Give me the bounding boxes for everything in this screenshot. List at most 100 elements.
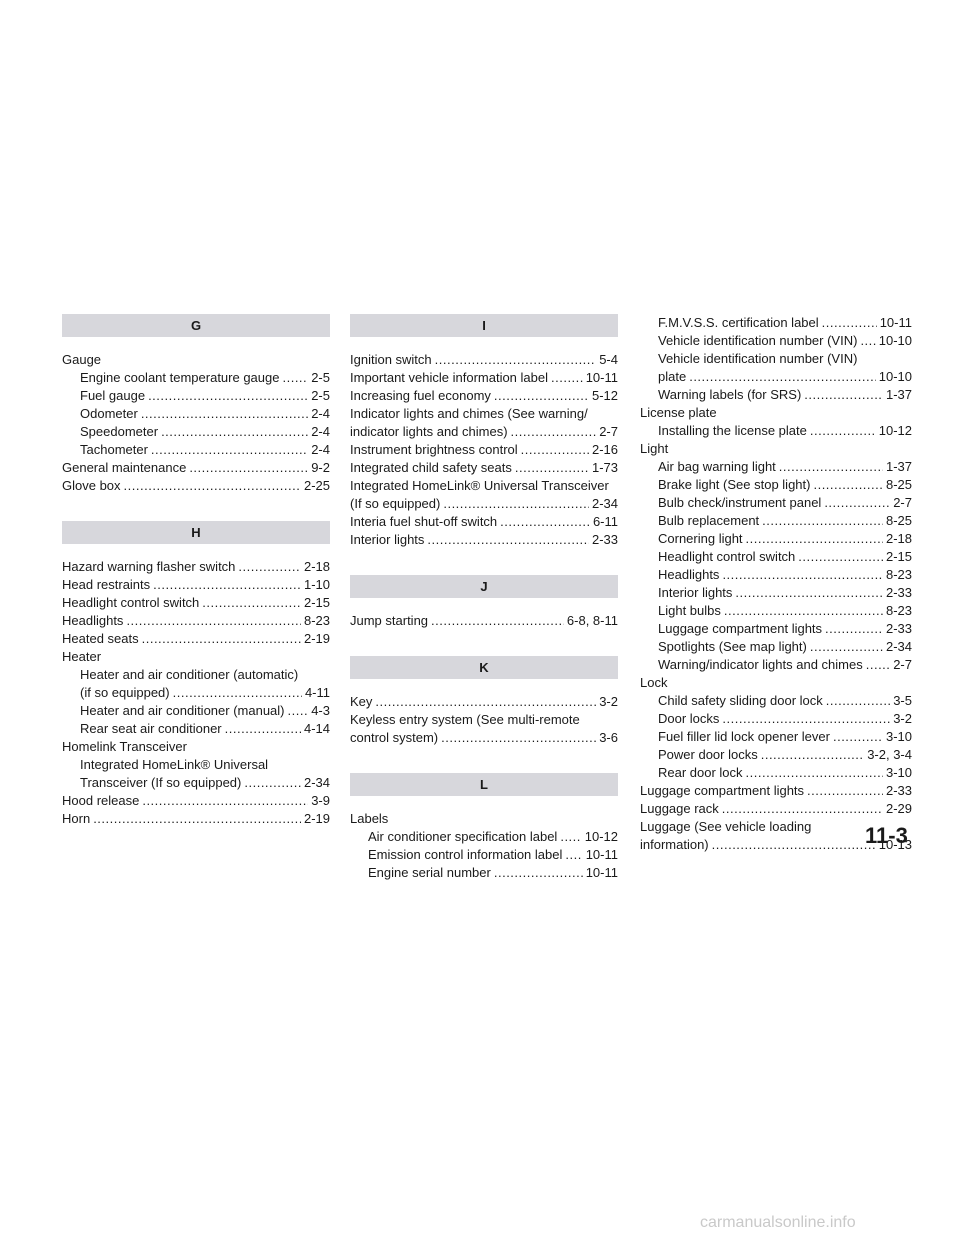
entry-name: Interia fuel shut-off switch xyxy=(350,514,498,529)
entry-page-ref: 8-23 xyxy=(303,613,330,628)
dot-leader xyxy=(427,531,589,548)
entry-name: Child safety sliding door lock xyxy=(658,693,823,708)
dot-leader xyxy=(551,369,583,386)
entry-page-ref: 2-5 xyxy=(311,370,330,385)
index-subentry: (if so equipped)4-11 xyxy=(62,684,330,701)
entry-name: Heated seats xyxy=(62,631,139,646)
dot-leader xyxy=(515,459,589,476)
dot-leader xyxy=(813,476,883,493)
entry-page-ref: 6-8, 8-11 xyxy=(566,613,618,628)
index-entry: Headlights 8-23 xyxy=(62,612,330,629)
index-subentry: Power door locks3-2, 3-4 xyxy=(640,746,912,763)
dot-leader xyxy=(443,495,589,512)
entry-name: Hood release xyxy=(62,793,140,808)
index-entry: Head restraints1-10 xyxy=(62,576,330,593)
entry-page-ref: 3-2 xyxy=(599,694,618,709)
index-entry: Hood release 3-9 xyxy=(62,792,330,809)
entry-name: Increasing fuel economy xyxy=(350,388,491,403)
entry-name: Engine coolant temperature gauge xyxy=(80,370,280,385)
dot-leader xyxy=(860,332,875,349)
dot-leader xyxy=(148,387,308,404)
entry-name: Interior lights xyxy=(658,585,733,600)
index-entry-text: License plate xyxy=(640,405,717,420)
index-entry: Luggage compartment lights2-33 xyxy=(640,782,912,799)
entry-page-ref: 4-14 xyxy=(303,721,330,736)
entry-page-ref: 2-4 xyxy=(311,406,330,421)
index-entry: Interior lights2-33 xyxy=(350,531,618,548)
entry-page-ref: 2-19 xyxy=(303,811,330,826)
index-subentry: Luggage compartment lights2-33 xyxy=(640,620,912,637)
index-subentry: Heater and air conditioner (manual)4-3 xyxy=(62,702,330,719)
entry-name: Fuel gauge xyxy=(80,388,146,403)
dot-leader xyxy=(779,458,883,475)
index-subentry-text: Vehicle identification number (VIN) xyxy=(658,351,858,366)
section-header-i: I xyxy=(350,314,618,337)
entry-page-ref: 2-19 xyxy=(303,631,330,646)
dot-leader xyxy=(494,864,583,881)
index-entry: Integrated child safety seats1-73 xyxy=(350,459,618,476)
entry-name: (if so equipped) xyxy=(80,685,170,700)
entry-page-ref: 2-4 xyxy=(311,442,330,457)
entry-page-ref: 8-23 xyxy=(885,567,912,582)
dot-leader xyxy=(189,459,308,476)
index-subentry: Bulb replacement8-25 xyxy=(640,512,912,529)
entry-page-ref: 2-33 xyxy=(885,585,912,600)
index-subentry: Headlight control switch2-15 xyxy=(640,548,912,565)
index-entry: Instrument brightness control2-16 xyxy=(350,441,618,458)
entry-name: Spotlights (See map light) xyxy=(658,639,807,654)
dot-leader xyxy=(500,513,590,530)
entry-page-ref: 3-9 xyxy=(311,793,330,808)
dot-leader xyxy=(822,314,877,331)
entry-page-ref: 2-34 xyxy=(303,775,330,790)
index-entry: Headlight control switch2-15 xyxy=(62,594,330,611)
index-subentry: Rear seat air conditioner 4-14 xyxy=(62,720,330,737)
index-entry: Luggage rack2-29 xyxy=(640,800,912,817)
index-entry: General maintenance9-2 xyxy=(62,459,330,476)
entry-page-ref: 10-11 xyxy=(879,315,912,330)
index-subentry: Door locks3-2 xyxy=(640,710,912,727)
index-entry-text: Keyless entry system (See multi-remote xyxy=(350,712,580,727)
index-subentry: Brake light (See stop light)8-25 xyxy=(640,476,912,493)
entry-name: Headlight control switch xyxy=(62,595,200,610)
index-entry-text: Indicator lights and chimes (See warning… xyxy=(350,406,588,421)
header-spacer xyxy=(350,598,618,612)
entry-name: Warning labels (for SRS) xyxy=(658,387,802,402)
dot-leader xyxy=(126,612,301,629)
entry-name: Rear seat air conditioner xyxy=(80,721,222,736)
entry-page-ref: 2-33 xyxy=(885,621,912,636)
dot-leader xyxy=(151,441,308,458)
index-subentry: Spotlights (See map light)2-34 xyxy=(640,638,912,655)
index-subentry: Installing the license plate10-12 xyxy=(640,422,912,439)
entry-name: Jump starting xyxy=(350,613,429,628)
index-column-3: F.M.V.S.S. certification label10-11Vehic… xyxy=(640,314,912,854)
entry-name: Glove box xyxy=(62,478,121,493)
dot-leader xyxy=(722,566,883,583)
dot-leader xyxy=(722,710,890,727)
entry-page-ref: 2-18 xyxy=(885,531,912,546)
index-subentry: Warning/indicator lights and chimes2-7 xyxy=(640,656,912,673)
dot-leader xyxy=(153,576,301,593)
dot-leader xyxy=(244,774,301,791)
dot-leader xyxy=(810,422,876,439)
entry-name: plate xyxy=(658,369,687,384)
entry-name: Heater and air conditioner (manual) xyxy=(80,703,285,718)
entry-page-ref: 10-12 xyxy=(584,829,618,844)
index-subentry: Headlights8-23 xyxy=(640,566,912,583)
section-header-l: L xyxy=(350,773,618,796)
dot-leader xyxy=(288,702,309,719)
dot-leader xyxy=(807,782,883,799)
entry-name: control system) xyxy=(350,730,439,745)
index-entry: Jump starting 6-8, 8-11 xyxy=(350,612,618,629)
entry-name: (If so equipped) xyxy=(350,496,441,511)
index-subentry: Odometer2-4 xyxy=(62,405,330,422)
entry-page-ref: 5-4 xyxy=(599,352,618,367)
dot-leader xyxy=(762,512,883,529)
entry-name: Headlights xyxy=(62,613,124,628)
entry-name: Brake light (See stop light) xyxy=(658,477,811,492)
index-subentry: Transceiver (If so equipped)2-34 xyxy=(62,774,330,791)
entry-page-ref: 2-18 xyxy=(303,559,330,574)
entry-name: Speedometer xyxy=(80,424,159,439)
entry-page-ref: 3-2, 3-4 xyxy=(867,747,912,762)
entry-name: Important vehicle information label xyxy=(350,370,548,385)
